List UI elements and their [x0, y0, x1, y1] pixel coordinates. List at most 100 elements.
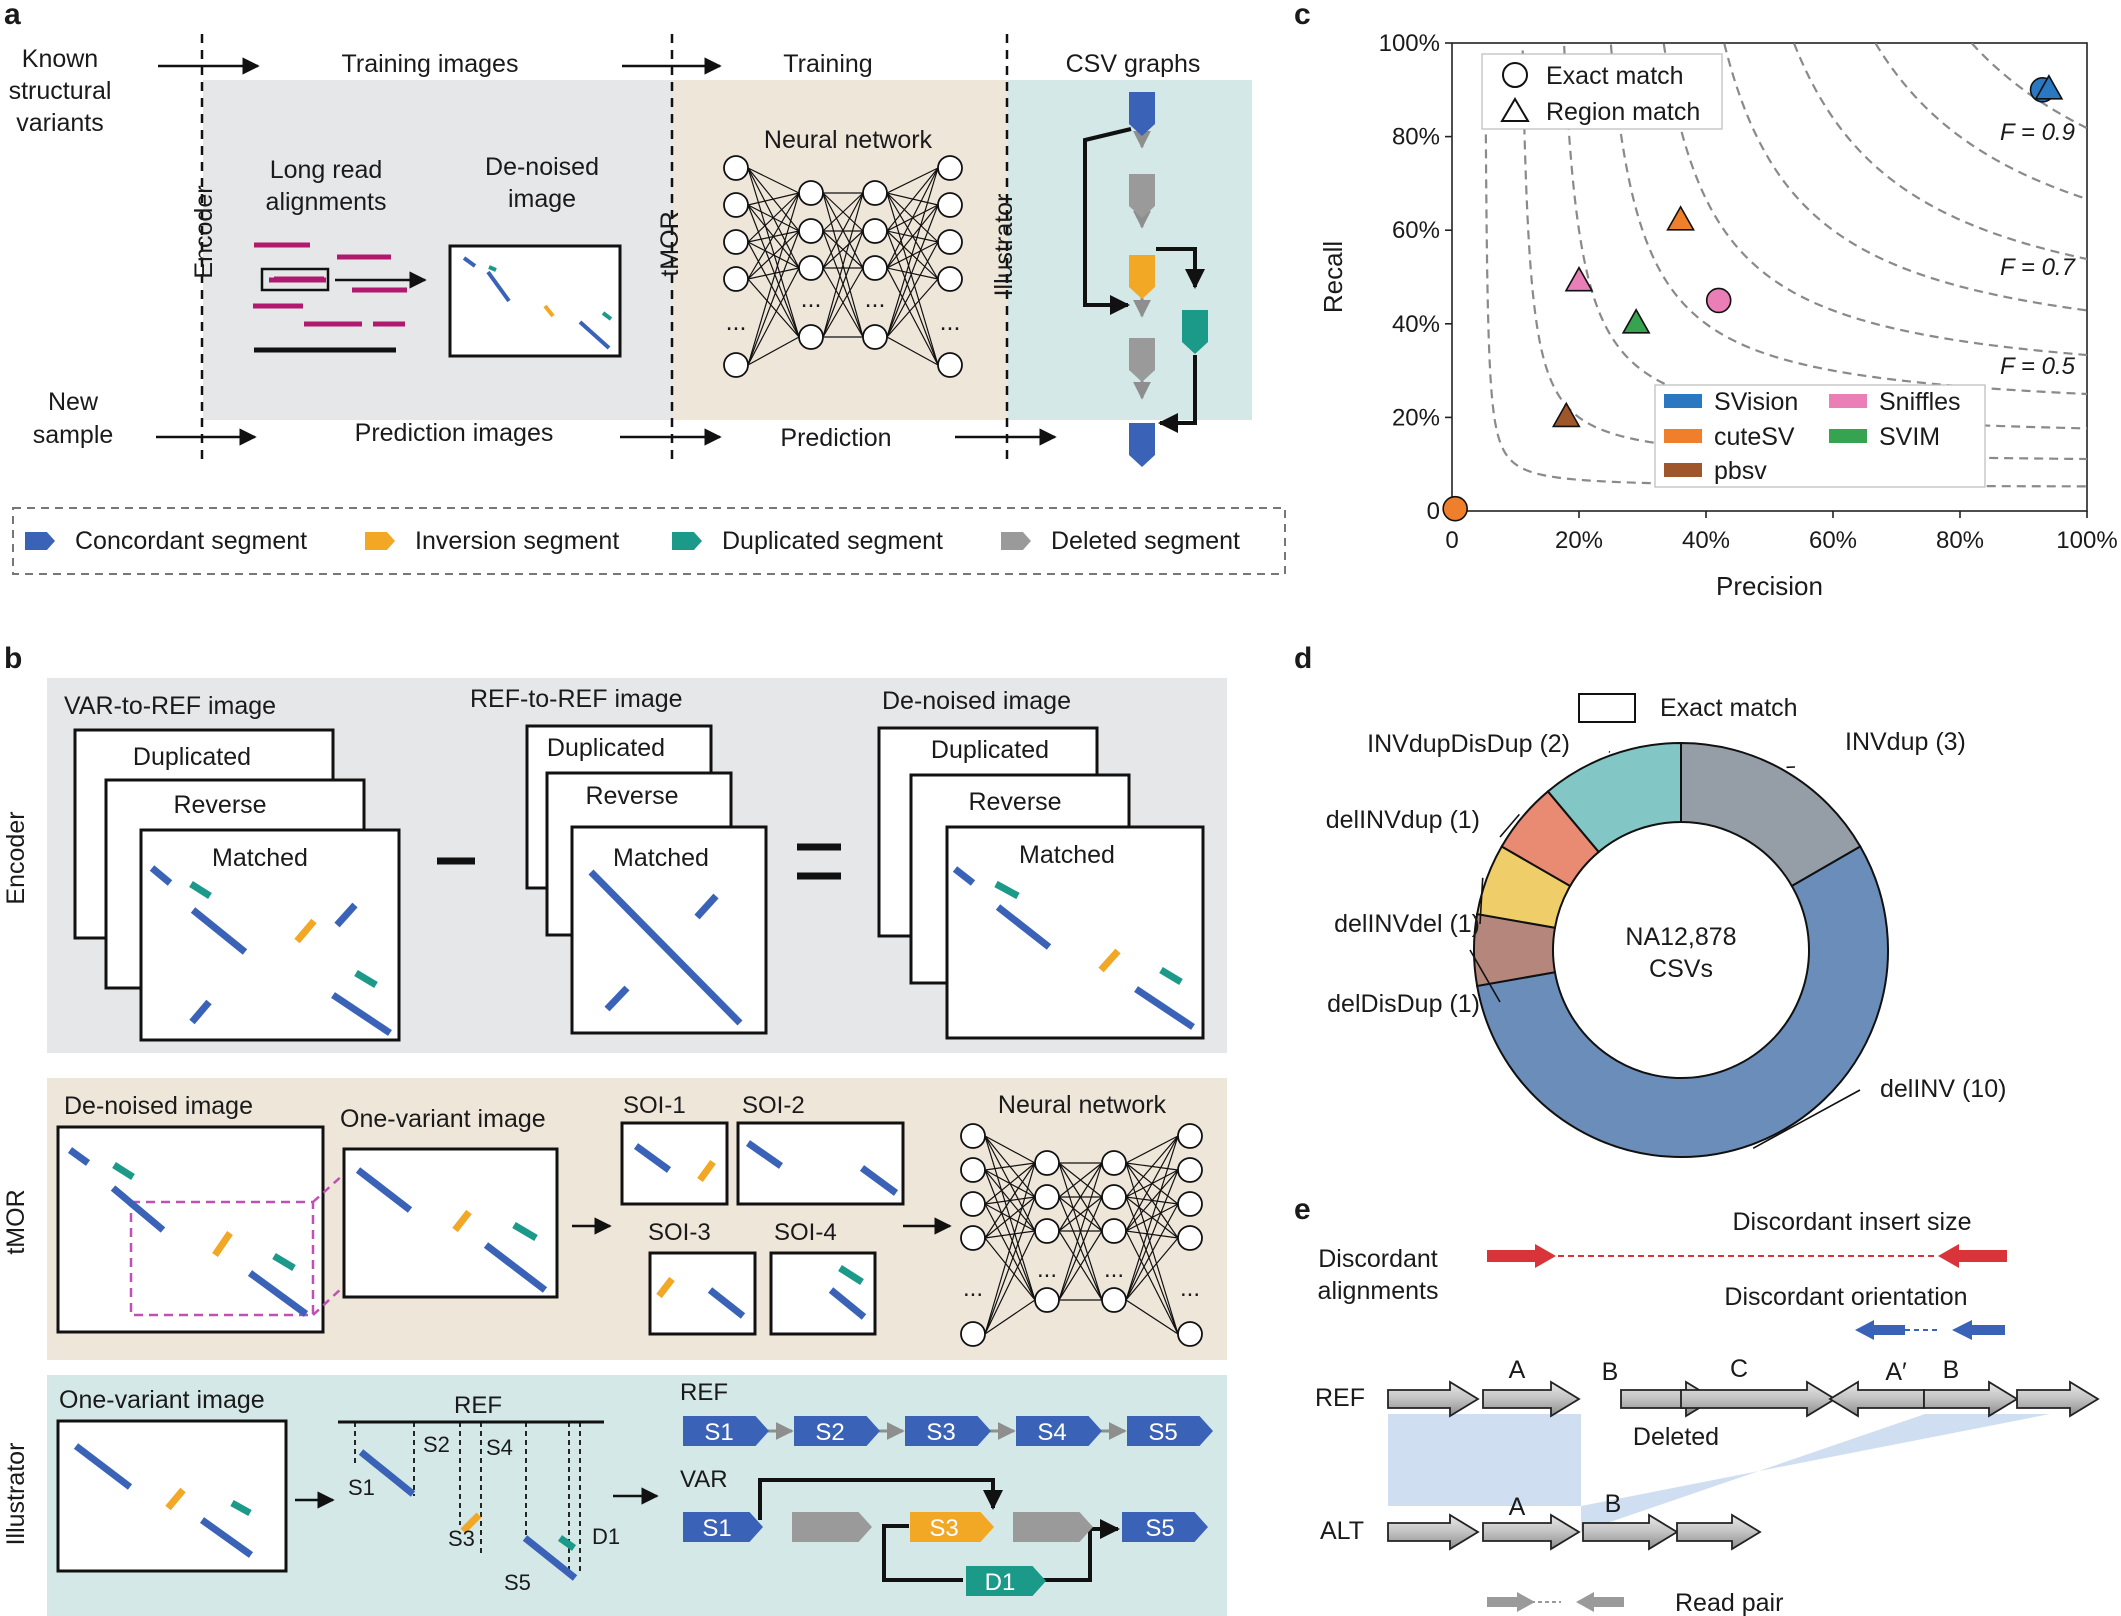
soi-4-image	[769, 1251, 877, 1336]
dn-reverse-label: Reverse	[968, 788, 1061, 816]
nn-a-edge	[886, 230, 939, 366]
nn-b-neuron	[960, 1123, 986, 1149]
panel-e: e Discordant alignments Discordant inser…	[1294, 1193, 2100, 1616]
var-path-s2	[792, 1512, 872, 1542]
ref-arrow-end	[2016, 1380, 2100, 1418]
nn-b-neuron	[960, 1157, 986, 1183]
donut-label-3: delDisDup (1)	[1327, 990, 1480, 1018]
illustrator-stage-label: Illustrator	[990, 194, 1018, 297]
denoised-stack-label: De-noised image	[882, 687, 1071, 715]
nn-a-neuron	[937, 229, 963, 255]
dn-matched-segments	[952, 866, 1195, 1030]
nn-b-edge	[984, 1237, 1036, 1301]
nn-a-edge	[747, 336, 800, 366]
nn-b-edge	[1125, 1135, 1179, 1301]
known-sv-line2: structural	[9, 77, 112, 105]
point-Sniffles-region	[1564, 266, 1594, 292]
read-pair-label: Read pair	[1675, 1589, 1783, 1616]
nn-b-edge	[1125, 1169, 1179, 1232]
alt-arrow-a	[1482, 1513, 1581, 1551]
tmor-denoised-segments	[67, 1147, 309, 1317]
var-path-s3	[910, 1512, 994, 1542]
illu-ref-label: REF	[454, 1392, 502, 1419]
y-tick-label: 60%	[1392, 217, 1440, 244]
y-tick-label: 80%	[1392, 124, 1440, 151]
csv-node-d1	[1182, 310, 1208, 354]
legend-swatch-pbsv	[1664, 463, 1702, 477]
prediction-label: Prediction	[780, 424, 891, 452]
legend-label-4: Deleted segment	[1051, 527, 1240, 555]
ref-matched-segments	[588, 869, 743, 1026]
legend-marker-3	[672, 532, 702, 550]
orientation-read-1	[1855, 1320, 1905, 1340]
var-path-s5	[1122, 1512, 1208, 1542]
e-ref-letter-b: B	[1602, 1358, 1619, 1386]
shape-legend-circle	[1502, 62, 1528, 88]
nn-a-edge	[886, 267, 939, 280]
ref-path-s5-label: S5	[1148, 1419, 1177, 1446]
legend-marker-1	[25, 532, 55, 550]
nn-b-ellipsis-2: ...	[1037, 1256, 1057, 1283]
nn-b-edge	[1125, 1135, 1179, 1164]
f-contour-0.6	[1723, 43, 2087, 312]
e-ref-letter-b2: B	[1943, 1356, 1960, 1384]
alt-arrow-1	[1387, 1513, 1480, 1551]
donut-label-6: INVdupDisDup (2)	[1367, 730, 1570, 758]
e-ref-letter-c: C	[1730, 1355, 1748, 1383]
precision-recall-chart: 0020%20%40%40%60%60%80%80%100%100%Precis…	[1318, 30, 2118, 601]
x-tick-label: 0	[1445, 527, 1458, 554]
illu-ref-path-label: REF	[680, 1379, 728, 1406]
soi-4-label: SOI-4	[774, 1219, 837, 1246]
nn-a-edge	[886, 278, 939, 338]
nn-a-edge	[886, 167, 939, 338]
shape-legend-triangle	[1500, 97, 1530, 122]
ref-path-s4-label: S4	[1037, 1419, 1066, 1446]
new-sample-line1: New	[48, 388, 99, 416]
illu-mapped-segments	[358, 1449, 578, 1581]
f-label: F = 0.9	[2000, 119, 2075, 146]
illu-one-variant-label: One-variant image	[59, 1386, 265, 1414]
soi-2-image	[736, 1121, 905, 1206]
ref-path-s1-label: S1	[704, 1419, 733, 1446]
nn-a-neuron	[723, 352, 749, 378]
nn-ellipsis-2: ...	[801, 285, 822, 313]
nn-b-neuron	[1177, 1123, 1203, 1149]
nn-a-edge	[886, 267, 939, 366]
nn-a-edge	[822, 192, 864, 269]
neural-network-label: Neural network	[764, 126, 933, 154]
one-variant-label: One-variant image	[340, 1105, 546, 1133]
nn-a-neuron	[937, 352, 963, 378]
var-path-s5-label: S5	[1145, 1515, 1174, 1542]
x-tick-label: 20%	[1555, 527, 1603, 554]
ref-arrow-1	[1387, 1380, 1480, 1418]
discordant-orientation-label: Discordant orientation	[1724, 1283, 1967, 1311]
nn-b-ellipsis-4: ...	[1180, 1275, 1200, 1302]
nn-b-edge	[984, 1162, 1036, 1171]
donut-legend-label: Exact match	[1660, 694, 1798, 722]
nn-b-neuron	[1034, 1287, 1060, 1313]
nn-b-edge	[984, 1203, 1036, 1301]
var-reverse-label: Reverse	[173, 791, 266, 819]
nn-b-neuron	[1034, 1150, 1060, 1176]
nn-a-edge	[886, 192, 939, 366]
legend-entry-SVision: SVision	[1714, 388, 1798, 416]
illu-d1: D1	[592, 1524, 620, 1549]
nn-b-neuron	[1177, 1157, 1203, 1183]
known-sv-line1: Known	[22, 45, 98, 73]
nn-a-edge	[886, 241, 939, 338]
e-alt-letter-b: B	[1605, 1490, 1622, 1518]
nn-a-edge	[886, 336, 939, 366]
nn-a-neuron	[723, 229, 749, 255]
f-label: F = 0.5	[2000, 353, 2076, 380]
var-path-s4	[1013, 1512, 1093, 1542]
ref-matched-label: Matched	[613, 844, 709, 872]
x-axis-label: Precision	[1716, 571, 1823, 601]
nn-ellipsis-3: ...	[865, 285, 886, 313]
nn-a-edge	[822, 267, 864, 338]
nn-a-neuron	[723, 266, 749, 292]
nn-b-neuron	[960, 1191, 986, 1217]
x-tick-label: 100%	[2056, 527, 2117, 554]
csv-node-s1	[1129, 92, 1155, 136]
